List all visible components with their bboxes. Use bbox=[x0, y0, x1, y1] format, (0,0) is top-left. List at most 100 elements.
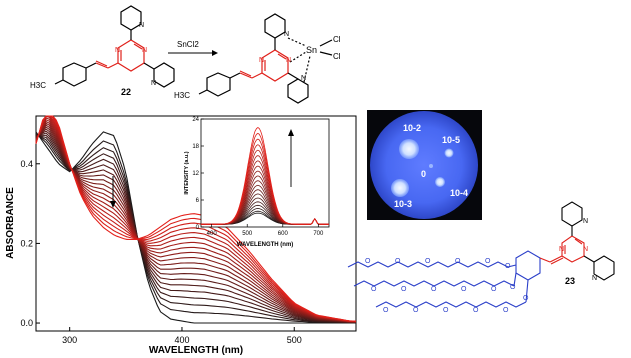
absorbance-series-line bbox=[35, 117, 356, 323]
mol23-atom-n4: N bbox=[592, 275, 597, 282]
ether-o-14: O bbox=[413, 307, 419, 314]
mol23-atom-n1: N bbox=[559, 246, 564, 253]
emission-x-ticks: 400 500 600 700 bbox=[207, 224, 324, 237]
ether-o-9: O bbox=[431, 286, 437, 293]
absorbance-series-line bbox=[35, 119, 356, 323]
absorbance-y-tick-label: 0.4 bbox=[20, 159, 33, 169]
molecule-23: O O O O O O O O O O O O O O O O O O bbox=[347, 201, 615, 314]
emission-series-group bbox=[201, 127, 329, 225]
peg-chain-1 bbox=[347, 261, 509, 268]
complex-atom-n1: N bbox=[259, 57, 264, 64]
absorbance-series-line bbox=[35, 134, 356, 324]
absorbance-x-axis-label: WAVELENGTH (nm) bbox=[149, 345, 243, 356]
photo-label-1e-4: 10-4 bbox=[450, 188, 468, 198]
absorbance-x-ticks: 300 400 500 bbox=[62, 327, 302, 345]
absorbance-y-axis-label: ABSORBANCE bbox=[5, 187, 16, 259]
complex-methyl-label: H3C bbox=[174, 91, 190, 100]
photo-label-zero: 0 bbox=[421, 169, 426, 179]
emission-x-tick-label: 400 bbox=[207, 231, 218, 237]
ring-atom-n4: N bbox=[151, 80, 156, 87]
absorbance-x-tick-label: 400 bbox=[174, 335, 189, 345]
absorbance-series-line bbox=[35, 134, 356, 324]
molecule-22 bbox=[54, 5, 175, 88]
absorbance-y-tick-label: 0.0 bbox=[20, 318, 33, 328]
metal-label: Sn bbox=[306, 45, 317, 55]
chloride-label-2: Cl bbox=[333, 52, 341, 61]
spot-1e-2 bbox=[399, 139, 419, 159]
ether-o-17: O bbox=[503, 307, 509, 314]
emission-plot-frame bbox=[200, 118, 330, 228]
compound-23-label: 23 bbox=[565, 276, 575, 286]
ether-o-4: O bbox=[455, 258, 461, 265]
emission-y-tick-label: 0 bbox=[196, 225, 200, 231]
ether-o-18: O bbox=[523, 295, 529, 302]
emission-y-axis-label: INTENSITY (a.u.) bbox=[184, 151, 190, 194]
absorbance-series-line bbox=[35, 130, 356, 323]
ether-o-7: O bbox=[371, 286, 377, 293]
ether-o-5: O bbox=[485, 258, 491, 265]
ether-o-6: O bbox=[505, 263, 511, 270]
spot-1e-4 bbox=[435, 177, 445, 187]
absorbance-plot-frame bbox=[35, 115, 357, 332]
peg-chain-3 bbox=[375, 301, 527, 308]
emission-y-tick-label: 12 bbox=[192, 171, 199, 177]
complex-atom-n2: N bbox=[286, 57, 291, 64]
mol23-atom-n2: N bbox=[583, 246, 588, 253]
absorbance-series-line bbox=[35, 133, 356, 324]
emission-increase-arrow bbox=[288, 129, 294, 187]
mol23-atom-n3: N bbox=[583, 218, 588, 225]
reaction-scheme: N N N N H3C 22 SnCl2 bbox=[30, 5, 341, 104]
ether-o-2: O bbox=[395, 258, 401, 265]
absorbance-x-tick-label: 500 bbox=[287, 335, 302, 345]
absorbance-series-line bbox=[35, 115, 356, 322]
absorbance-series-line bbox=[35, 124, 356, 323]
absorbance-chart: 300 400 500 0.0 0.2 0.4 WAVELENGTH (nm) ABSO… bbox=[5, 115, 357, 356]
spot-zero bbox=[429, 164, 433, 168]
ring-atom-n2: N bbox=[142, 47, 147, 54]
absorbance-series-line bbox=[35, 122, 356, 323]
absorbance-series-line bbox=[35, 128, 356, 323]
ether-o-8: O bbox=[401, 286, 407, 293]
emission-x-tick-label: 600 bbox=[278, 231, 289, 237]
absorbance-series-line bbox=[35, 115, 356, 322]
photo-label-1e-2: 10-2 bbox=[403, 123, 421, 133]
absorbance-series-group bbox=[35, 115, 356, 324]
emission-y-tick-label: 6 bbox=[196, 198, 200, 204]
absorbance-y-tick-label: 0.2 bbox=[20, 238, 33, 248]
absorbance-decrease-arrow bbox=[110, 176, 116, 208]
emission-x-tick-label: 700 bbox=[313, 231, 324, 237]
absorbance-series-line bbox=[35, 132, 356, 323]
central-benzene bbox=[515, 250, 541, 281]
ether-o-13: O bbox=[383, 307, 389, 314]
ether-o-1: O bbox=[365, 258, 371, 265]
ether-o-16: O bbox=[473, 307, 479, 314]
absorbance-y-ticks: 0.0 0.2 0.4 bbox=[20, 159, 40, 328]
fluorescence-photo: 10-2 10-5 0 10-3 10-4 bbox=[367, 110, 482, 220]
methyl-label: H3C bbox=[30, 81, 46, 90]
absorbance-x-tick-label: 300 bbox=[62, 335, 77, 345]
emission-x-tick-label: 500 bbox=[242, 231, 253, 237]
absorbance-series-line bbox=[35, 115, 356, 322]
compound-22-label: 22 bbox=[121, 87, 131, 97]
ether-o-11: O bbox=[491, 286, 497, 293]
absorbance-series-line bbox=[35, 115, 356, 323]
emission-x-axis-label: WAVELENGTH (nm) bbox=[237, 242, 294, 248]
ether-o-3: O bbox=[425, 258, 431, 265]
absorbance-series-line bbox=[35, 120, 356, 323]
absorbance-series-line bbox=[35, 115, 356, 322]
chloride-label-1: Cl bbox=[333, 35, 341, 44]
peg-chain-2 bbox=[353, 280, 515, 287]
spot-1e-5 bbox=[444, 148, 454, 158]
complex-atom-n3: N bbox=[284, 31, 289, 38]
tlc-plate bbox=[370, 111, 478, 219]
ether-o-12: O bbox=[510, 284, 516, 291]
emission-y-tick-label: 24 bbox=[192, 117, 199, 123]
ring-atom-n3: N bbox=[139, 22, 144, 29]
reagent-label: SnCl2 bbox=[177, 40, 199, 49]
absorbance-series-line bbox=[35, 131, 356, 324]
ring-atom-n1: N bbox=[115, 47, 120, 54]
absorbance-series-line bbox=[35, 126, 356, 323]
ether-o-10: O bbox=[461, 286, 467, 293]
